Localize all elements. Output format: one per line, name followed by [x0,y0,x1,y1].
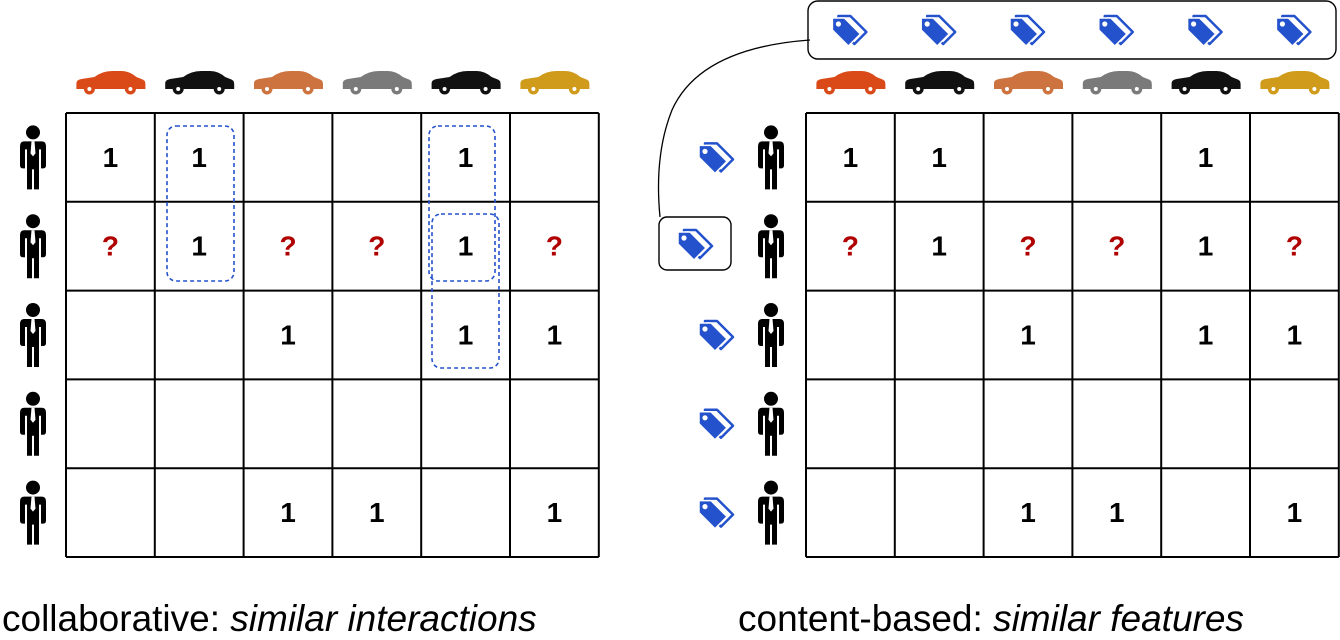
interaction-cell: 1 [103,142,119,173]
car-icon [994,71,1063,95]
caption-collaborative-emphasis: similar interactions [230,598,537,639]
interaction-cell: 1 [458,231,474,262]
car-icon [431,71,501,95]
interaction-cell: 1 [1020,497,1036,528]
unknown-rating-cell: ? [842,231,859,262]
caption-collaborative: collaborative: similar interactions [2,598,537,640]
interaction-cell: 1 [547,320,563,351]
tag-icon [697,497,735,530]
person-icon [20,480,46,545]
interaction-cell: 1 [1287,320,1303,351]
person-icon [20,303,46,367]
caption-content-based: content-based: similar features [738,598,1244,640]
collaborative-panel: 1 1 1? 1?? 1? 1 1 1 1 1 1 [20,71,600,558]
feature-connector-line [657,39,811,218]
interaction-cell: 1 [191,231,207,262]
caption-content-based-prefix: content-based: [738,598,994,639]
interaction-cell: 1 [280,320,296,351]
interaction-cell: 1 [1198,320,1214,351]
similarity-highlight-box [166,125,235,282]
car-icon [1082,71,1152,95]
tag-icon [697,142,735,175]
car-icon [254,71,323,95]
person-icon [20,125,46,190]
unknown-rating-cell: ? [102,231,119,262]
person-icon [758,480,784,545]
interaction-cell: 1 [280,497,296,528]
person-icon [758,303,784,367]
item-features-box [807,0,1337,60]
interaction-cell: 1 [1287,497,1303,528]
car-icon [905,71,975,95]
unknown-rating-cell: ? [368,231,385,262]
person-icon [20,391,46,456]
content-based-panel: 1 1 1? 1?? 1? 1 1 1 1 1 1 [697,71,1340,558]
interaction-cell: 1 [931,142,947,173]
interaction-cell: 1 [458,320,474,351]
interaction-cell: 1 [369,497,385,528]
similarity-highlight-box [431,213,500,369]
unknown-rating-cell: ? [1286,231,1303,262]
car-icon [76,71,146,95]
interaction-cell: 1 [1109,497,1125,528]
unknown-rating-cell: ? [279,231,296,262]
car-icon [1260,71,1330,95]
interaction-cell: 1 [458,142,474,173]
annotation-layer [657,0,1337,271]
caption-collaborative-prefix: collaborative: [2,598,231,639]
person-icon [758,391,784,456]
tag-icon [697,408,735,442]
similarity-highlight-box [428,125,496,282]
car-icon [816,71,886,95]
interaction-cell: 1 [1198,231,1214,262]
unknown-rating-cell: ? [1108,231,1125,262]
unknown-rating-cell: ? [546,231,563,262]
interaction-cell: 1 [1020,320,1036,351]
interaction-cell: 1 [547,497,563,528]
interaction-cell: 1 [843,142,859,173]
interaction-cell: 1 [1198,142,1214,173]
caption-content-based-emphasis: similar features [993,598,1244,639]
tag-icon [697,319,735,353]
unknown-rating-cell: ? [1019,231,1036,262]
car-icon [342,71,412,95]
interaction-cell: 1 [931,231,947,262]
person-icon [20,214,46,279]
person-icon [758,125,784,190]
person-icon [758,214,784,279]
car-icon [1171,71,1241,95]
interaction-cell: 1 [191,142,207,173]
car-icon [520,71,590,95]
car-icon [165,71,235,95]
